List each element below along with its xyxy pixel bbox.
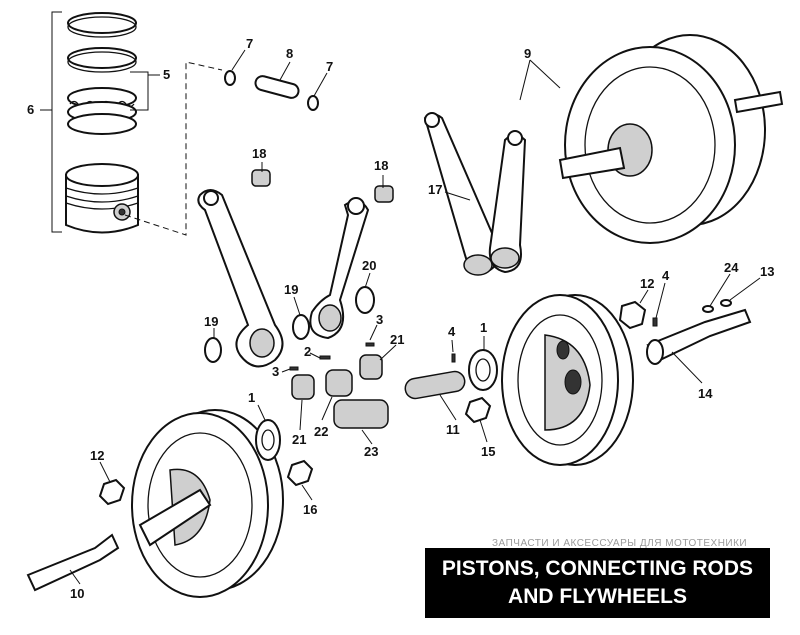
- key-2: [319, 355, 331, 360]
- callout-12: 12: [90, 448, 104, 463]
- callout-3: 3: [272, 364, 279, 379]
- bracket-6: [51, 11, 62, 233]
- nut-16: [286, 459, 314, 487]
- flywheel-bottom-right: [501, 294, 634, 466]
- callout-7: 7: [246, 36, 253, 51]
- callout-4: 4: [448, 324, 456, 339]
- callout-21: 21: [390, 332, 404, 347]
- crankpin: [404, 370, 466, 400]
- callout-10: 10: [70, 586, 84, 601]
- washer-13: [720, 299, 732, 307]
- callout-labels: 7 8 7 5 6 9 18 18 17 20 19 19 3 2 3 21 2…: [27, 36, 774, 601]
- callout-19: 19: [284, 282, 298, 297]
- mainshaft: [26, 533, 120, 592]
- washer-24: [702, 305, 714, 313]
- sprocket-shaft: [618, 300, 752, 365]
- washer-19-right: [292, 314, 310, 340]
- callout-7: 7: [326, 59, 333, 74]
- bracket-5: [130, 71, 149, 111]
- callout-3: 3: [376, 312, 383, 327]
- spacer-20: [355, 286, 375, 314]
- nut-15: [464, 396, 492, 424]
- key-3-right: [365, 342, 375, 347]
- piston-pin-assembly: [224, 70, 319, 111]
- callout-18: 18: [374, 158, 388, 173]
- roller-bearings: [291, 354, 389, 429]
- title-box: PISTONS, CONNECTING RODS AND FLYWHEELS: [425, 548, 770, 618]
- callout-1: 1: [248, 390, 255, 405]
- callout-8: 8: [286, 46, 293, 61]
- callout-19: 19: [204, 314, 218, 329]
- callout-14: 14: [698, 386, 713, 401]
- connecting-rod-left: [197, 189, 284, 368]
- callout-1: 1: [480, 320, 487, 335]
- callout-4: 4: [662, 268, 670, 283]
- washer-1-right: [468, 349, 498, 391]
- title-line-2: AND FLYWHEELS: [508, 585, 687, 608]
- callout-20: 20: [362, 258, 376, 273]
- key-3-left: [289, 366, 299, 371]
- key-4: [451, 353, 456, 363]
- callout-2: 2: [304, 344, 311, 359]
- watermark-text: ЗАПЧАСТИ И АКСЕССУАРЫ ДЛЯ МОТОТЕХНИКИ: [492, 538, 748, 549]
- flywheel-bottom-left: [131, 409, 284, 598]
- piston: [65, 163, 139, 234]
- piston-rings: [67, 12, 137, 135]
- washer-1-left: [255, 419, 281, 461]
- nut-12-left: [98, 478, 126, 506]
- callout-15: 15: [481, 444, 495, 459]
- title-line-1: PISTONS, CONNECTING RODS: [441, 557, 754, 580]
- callout-5: 5: [163, 67, 170, 82]
- bushing-left: [251, 169, 271, 187]
- callout-21: 21: [292, 432, 306, 447]
- callout-23: 23: [364, 444, 378, 459]
- callout-17: 17: [428, 182, 442, 197]
- bushing-right: [374, 185, 394, 203]
- callout-22: 22: [314, 424, 328, 439]
- callout-24: 24: [724, 260, 739, 275]
- callout-12: 12: [640, 276, 654, 291]
- callout-13: 13: [760, 264, 774, 279]
- callout-9: 9: [524, 46, 531, 61]
- key-4-shaft: [652, 317, 658, 327]
- callout-18: 18: [252, 146, 266, 161]
- washer-19-left: [204, 337, 222, 363]
- callout-11: 11: [446, 422, 460, 437]
- callout-6: 6: [27, 102, 34, 117]
- connecting-rod-middle: [309, 197, 370, 340]
- leader-lines: [69, 49, 761, 585]
- connecting-rod-assembly-17: [423, 112, 527, 276]
- callout-16: 16: [303, 502, 317, 517]
- flywheel-top: [558, 34, 784, 244]
